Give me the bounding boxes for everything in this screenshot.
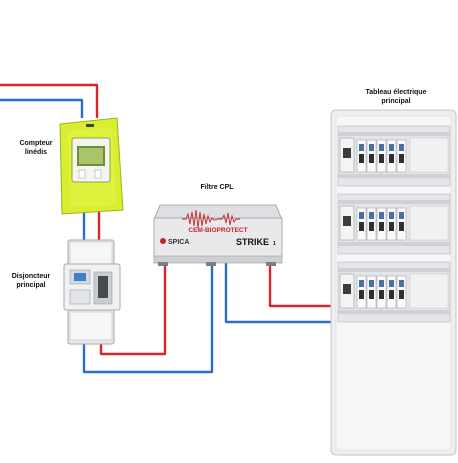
neutral-wire-breaker-to-filter xyxy=(82,262,214,374)
row-main-switch-lever xyxy=(343,284,351,294)
circuit-breaker-label-strip xyxy=(359,212,364,219)
panel-breaker-row xyxy=(337,125,451,187)
blank-cover-plate xyxy=(409,205,449,241)
circuit-breaker-lever xyxy=(389,222,394,231)
circuit-breaker-label-strip xyxy=(369,144,374,151)
circuit-breaker-label-strip xyxy=(379,144,384,151)
panel-label-line-1: Tableau électrique xyxy=(365,89,427,96)
circuit-breaker-lever xyxy=(369,222,374,231)
panel-breaker-row xyxy=(337,193,451,255)
electrical-panel xyxy=(330,109,457,456)
circuit-breaker-label-strip xyxy=(369,212,374,219)
circuit-breaker-label-strip xyxy=(399,212,404,219)
breaker-label-line-2: principal xyxy=(16,282,46,289)
circuit-breaker-lever xyxy=(379,290,384,299)
circuit-breaker-label-strip xyxy=(379,212,384,219)
panel-label: Tableau électrique principal xyxy=(346,88,446,106)
filter-label: Filtre CPL xyxy=(182,183,252,192)
spica-logo-icon xyxy=(160,238,166,244)
circuit-breaker-label-strip xyxy=(379,280,384,287)
din-rail-top-strip xyxy=(338,200,450,204)
circuit-breaker-label-strip xyxy=(389,144,394,151)
panel-label-line-2: principal xyxy=(381,98,411,105)
row-main-switch-lever xyxy=(343,148,351,158)
meter-label-line-1: Compteur xyxy=(19,140,53,147)
circuit-breaker-lever xyxy=(389,290,394,299)
phase-wire-breaker-to-filter xyxy=(99,262,167,356)
circuit-breaker-label-strip xyxy=(399,280,404,287)
circuit-breaker-label-strip xyxy=(359,280,364,287)
meter-label: Compteur linédis xyxy=(8,139,64,157)
electricity-meter xyxy=(59,117,124,215)
blank-cover-plate xyxy=(409,137,449,173)
waveform-icon xyxy=(182,209,240,229)
din-rail-top-strip xyxy=(338,268,450,272)
panel-breaker-row xyxy=(337,261,451,323)
circuit-breaker-lever xyxy=(379,222,384,231)
meter-label-line-2: linédis xyxy=(24,149,48,156)
phase-wire-filter-to-panel xyxy=(268,262,338,308)
din-rail-bottom-strip xyxy=(338,310,450,314)
row-main-switch-lever xyxy=(343,216,351,226)
filter-model-suffix-text: 1 xyxy=(273,241,276,247)
circuit-breaker-label-strip xyxy=(369,280,374,287)
circuit-breaker-lever xyxy=(359,290,364,299)
circuit-breaker-lever xyxy=(369,154,374,163)
breaker-label: Disjoncteur principal xyxy=(2,272,60,290)
breaker-label-line-1: Disjoncteur xyxy=(11,273,51,280)
blank-cover-plate xyxy=(409,273,449,309)
circuit-breaker-lever xyxy=(399,222,404,231)
circuit-breaker-lever xyxy=(359,154,364,163)
circuit-breaker-lever xyxy=(399,154,404,163)
filter-brand-text: CEM-BIOPROTECT xyxy=(188,227,247,234)
circuit-breaker-lever xyxy=(389,154,394,163)
circuit-breaker-lever xyxy=(369,290,374,299)
cpl-filter: CEM-BIOPROTECT SPICA STRIKE 1 xyxy=(153,204,283,266)
circuit-breaker-lever xyxy=(359,222,364,231)
circuit-breaker-lever xyxy=(399,290,404,299)
circuit-breaker-label-strip xyxy=(389,212,394,219)
filter-maker-text: SPICA xyxy=(168,239,189,246)
din-rail-top-strip xyxy=(338,132,450,136)
filter-model-text: STRIKE xyxy=(236,237,269,247)
neutral-wire-incoming xyxy=(0,98,84,118)
phase-wire-incoming xyxy=(0,83,99,118)
circuit-breaker-label-strip xyxy=(389,280,394,287)
filter-label-line: Filtre CPL xyxy=(200,184,234,191)
circuit-breaker-label-strip xyxy=(399,144,404,151)
circuit-breaker-lever xyxy=(379,154,384,163)
neutral-wire-filter-to-panel xyxy=(224,262,338,324)
circuit-breaker-label-strip xyxy=(359,144,364,151)
din-rail-bottom-strip xyxy=(338,174,450,178)
din-rail-bottom-strip xyxy=(338,242,450,246)
main-breaker xyxy=(63,239,121,345)
